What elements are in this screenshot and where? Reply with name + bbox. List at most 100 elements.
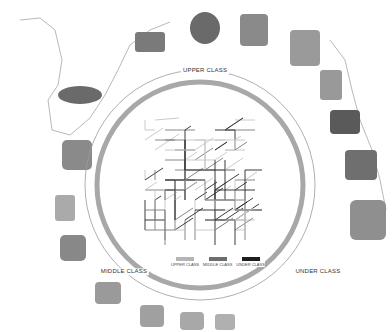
legend-text: UNDER CLASS	[236, 262, 264, 267]
lattice-bar	[175, 190, 176, 220]
lattice-bar	[165, 160, 185, 161]
crowd-photo	[350, 200, 386, 240]
lattice-bar	[215, 208, 233, 220]
legend-text: UPPER CLASS	[171, 262, 199, 267]
lattice-bar	[225, 158, 243, 170]
lattice-bar	[155, 196, 161, 200]
lattice-bar	[195, 140, 205, 141]
people-photo	[95, 282, 121, 304]
group-photo	[240, 14, 268, 46]
map-outline	[330, 40, 386, 210]
lattice-bar	[195, 200, 196, 230]
lattice-bar	[215, 170, 225, 171]
lattice-bar	[245, 172, 257, 180]
lattice-bar	[155, 140, 175, 141]
legend-item: MIDDLE CLASS	[203, 257, 232, 267]
people-photo	[140, 305, 164, 327]
lattice-bar	[225, 186, 231, 190]
lattice-bar	[185, 170, 186, 200]
lattice-bar	[185, 160, 215, 161]
lattice-bar	[185, 182, 197, 190]
lattice-bar	[225, 160, 226, 200]
figure-photo	[60, 235, 86, 261]
legend: UPPER CLASS MIDDLE CLASS UNDER CLASS	[171, 257, 265, 267]
helicopter-photo	[58, 86, 102, 104]
lattice-bar	[235, 142, 247, 150]
lattice-bar	[145, 182, 157, 190]
lattice-bar	[175, 190, 176, 230]
figure-photo	[320, 70, 342, 100]
lattice-bar	[165, 210, 166, 245]
lattice-bar	[225, 150, 245, 151]
class-label: UPPER CLASS	[181, 67, 229, 74]
legend-swatch	[242, 257, 260, 261]
lattice-bar	[235, 204, 259, 220]
lattice-bar	[175, 218, 193, 230]
lattice-bar	[165, 190, 166, 210]
lattice-bar	[145, 230, 175, 231]
lattice-bar	[225, 118, 243, 130]
lattice-bar	[225, 150, 235, 151]
lattice-bar	[235, 182, 247, 190]
lattice-bar	[175, 170, 215, 171]
lattice-bar	[175, 230, 185, 231]
lattice-bar	[225, 118, 243, 130]
lattice-bar	[145, 120, 146, 130]
lattice-bar	[185, 152, 197, 160]
lattice-bar	[145, 168, 163, 180]
legend-item: UNDER CLASS	[236, 257, 264, 267]
lattice-bar	[175, 208, 193, 220]
legend-item: UPPER CLASS	[171, 257, 199, 267]
class-label: UNDER CLASS	[294, 268, 343, 275]
lattice-bar	[245, 200, 246, 230]
lattice-bar	[235, 210, 262, 211]
people-photo	[180, 312, 204, 330]
legend-text: MIDDLE CLASS	[203, 262, 232, 267]
legend-swatch	[176, 257, 194, 261]
lattice-bar	[175, 200, 176, 220]
lattice-bar	[175, 196, 181, 200]
lattice-bar	[155, 190, 156, 210]
lattice-bar	[185, 126, 191, 130]
lattice-bar	[235, 230, 245, 231]
lattice-bar	[185, 180, 186, 190]
lattice-bar	[205, 160, 206, 170]
atv-photo	[345, 150, 377, 180]
lattice-bar	[165, 150, 195, 151]
lattice-bar	[245, 170, 262, 171]
class-ring	[97, 82, 303, 288]
object-photo	[55, 195, 75, 221]
lattice-bar	[215, 190, 255, 191]
lattice-bar	[215, 142, 227, 150]
lattice-bar	[235, 130, 236, 140]
people-photo	[290, 30, 320, 66]
lattice-bar	[235, 136, 241, 140]
lattice-bar	[235, 220, 236, 245]
photo-cutouts	[55, 12, 386, 330]
watch-photo	[190, 12, 220, 44]
lattice-bar	[215, 200, 216, 210]
lattice-bar	[185, 140, 186, 170]
lattice-bar	[225, 170, 235, 171]
lattice-bar	[215, 140, 245, 141]
lattice-bar	[215, 210, 225, 211]
lattice-bar	[235, 120, 255, 121]
lattice-bar	[215, 142, 227, 150]
lattice-bar	[205, 200, 245, 201]
lattice-bar	[195, 138, 213, 150]
lattice-bar	[235, 208, 253, 220]
lattice-bar	[205, 140, 206, 170]
lattice-bar	[165, 130, 195, 131]
lattice-bar	[235, 210, 262, 211]
lattice-bar	[215, 130, 235, 131]
lattice-bar	[215, 230, 216, 245]
people-photo	[215, 314, 235, 330]
lattice-bar	[235, 140, 236, 150]
lattice-bar	[155, 134, 179, 150]
lattice-bar	[145, 210, 165, 211]
class-label: MIDDLE CLASS	[99, 268, 149, 275]
lattice-bar	[185, 140, 186, 170]
legend-swatch	[209, 257, 227, 261]
lattice-bar	[155, 118, 179, 120]
